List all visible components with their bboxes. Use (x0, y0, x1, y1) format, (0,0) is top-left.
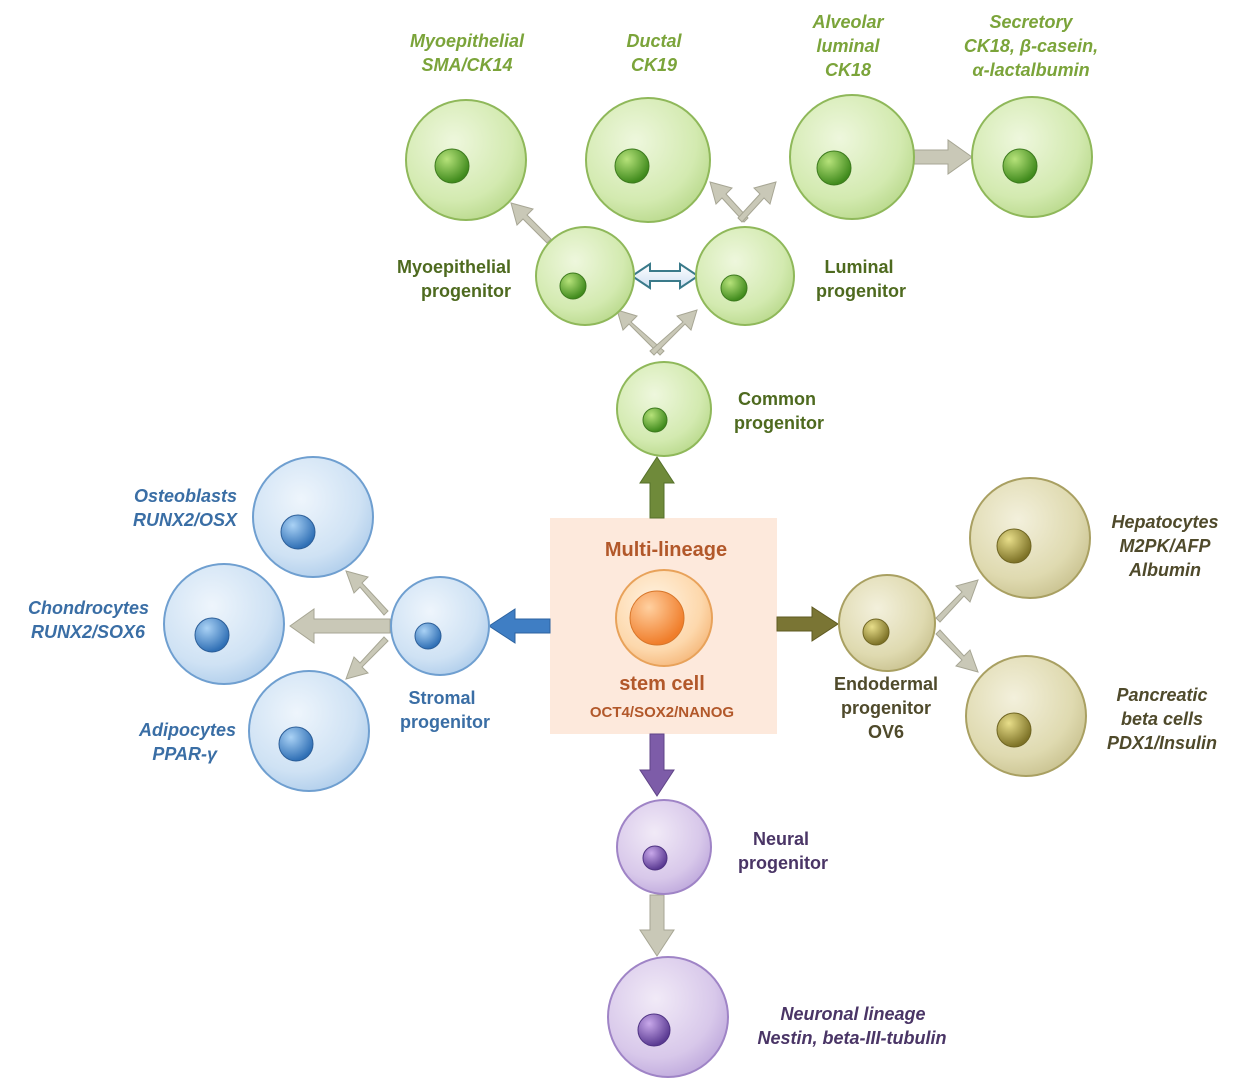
arrow-to-osteoblasts (345, 570, 389, 616)
arrow-to-adipocytes (345, 636, 389, 680)
cell-myoepithelial (405, 99, 527, 221)
common-progenitor-label-2: progenitor (734, 413, 824, 433)
double-arrow-progenitors (630, 262, 700, 290)
arrow-to-endodermal-progenitor (776, 606, 839, 642)
pancreatic-label-2: beta cells (1121, 709, 1203, 729)
cell-adipocytes (248, 670, 370, 792)
arrow-to-neural-progenitor (639, 733, 675, 797)
myoepithelial-progenitor-label-1: Myoepithelial (397, 257, 511, 277)
hepatocytes-label-2: M2PK/AFP (1119, 536, 1211, 556)
arrow-to-chondrocytes (289, 608, 391, 644)
ductal-label-1: Ductal (626, 31, 682, 51)
myoepithelial-label-1: Myoepithelial (410, 31, 525, 51)
cell-alveolar (789, 94, 915, 220)
arrow-to-alveolar (737, 181, 777, 223)
luminal-progenitor-label-2: progenitor (816, 281, 906, 301)
chondrocytes-label-2: RUNX2/SOX6 (31, 622, 146, 642)
cell-endodermal-progenitor (838, 574, 936, 672)
arrow-to-secretory (911, 139, 973, 175)
cell-stem (615, 569, 713, 667)
cell-hepatocytes (969, 477, 1091, 599)
osteoblasts-label-1: Osteoblasts (134, 486, 237, 506)
alveolar-label-3: CK18 (825, 60, 871, 80)
pancreatic-label-3: PDX1/Insulin (1107, 733, 1217, 753)
stromal-progenitor-label-2: progenitor (400, 712, 490, 732)
arrow-to-pancreatic (935, 629, 979, 673)
cell-stromal-progenitor (390, 576, 490, 676)
arrow-to-hepatocytes (935, 579, 979, 623)
secretory-label-1: Secretory (989, 12, 1073, 32)
endodermal-progenitor-label-3: OV6 (868, 722, 904, 742)
cell-chondrocytes (163, 563, 285, 685)
pancreatic-label-1: Pancreatic (1116, 685, 1207, 705)
endodermal-progenitor-label-2: progenitor (841, 698, 931, 718)
arrow-common-to-luminal-progenitor (649, 309, 698, 356)
secretory-label-2: CK18, β-casein, (964, 36, 1098, 56)
stem-title: Multi-lineage (605, 539, 727, 561)
neuronal-label-1: Neuronal lineage (780, 1004, 925, 1024)
neuronal-label-2: Nestin, beta-III-tubulin (758, 1028, 947, 1048)
chondrocytes-label-1: Chondrocytes (28, 598, 149, 618)
luminal-progenitor-label-1: Luminal (824, 257, 893, 277)
cell-pancreatic (965, 655, 1087, 777)
myoepithelial-label-2: SMA/CK14 (421, 55, 512, 75)
cell-common-progenitor (616, 361, 712, 457)
ductal-label-2: CK19 (631, 55, 677, 75)
cell-neural-progenitor (616, 799, 712, 895)
alveolar-label-1: Alveolar (811, 12, 884, 32)
myoepithelial-progenitor-label-2: progenitor (421, 281, 511, 301)
adipocytes-label-1: Adipocytes (138, 720, 236, 740)
stromal-progenitor-label-1: Stromal (408, 688, 475, 708)
cell-luminal-progenitor (695, 226, 795, 326)
neural-progenitor-label-1: Neural (753, 829, 809, 849)
arrow-to-myoepithelial (510, 202, 552, 244)
stem-markers: OCT4/SOX2/NANOG (590, 704, 734, 721)
cell-neuronal (607, 956, 729, 1078)
common-progenitor-label-1: Common (738, 389, 816, 409)
adipocytes-label-2: PPAR-γ (152, 744, 218, 764)
cell-secretory (971, 96, 1093, 218)
hepatocytes-label-3: Albumin (1128, 560, 1201, 580)
secretory-label-3: α-lactalbumin (972, 60, 1089, 80)
cell-ductal (585, 97, 711, 223)
arrow-to-stromal-progenitor (488, 608, 551, 644)
arrow-to-common-progenitor (639, 456, 675, 519)
osteoblasts-label-2: RUNX2/OSX (133, 510, 238, 530)
arrows (289, 139, 979, 957)
alveolar-label-2: luminal (816, 36, 880, 56)
cell-osteoblasts (252, 456, 374, 578)
stem-subtitle: stem cell (619, 673, 705, 695)
endodermal-progenitor-label-1: Endodermal (834, 674, 938, 694)
arrow-to-neuronal (639, 894, 675, 957)
neural-progenitor-label-2: progenitor (738, 853, 828, 873)
hepatocytes-label-1: Hepatocytes (1111, 512, 1218, 532)
cell-myoepithelial-progenitor (535, 226, 635, 326)
